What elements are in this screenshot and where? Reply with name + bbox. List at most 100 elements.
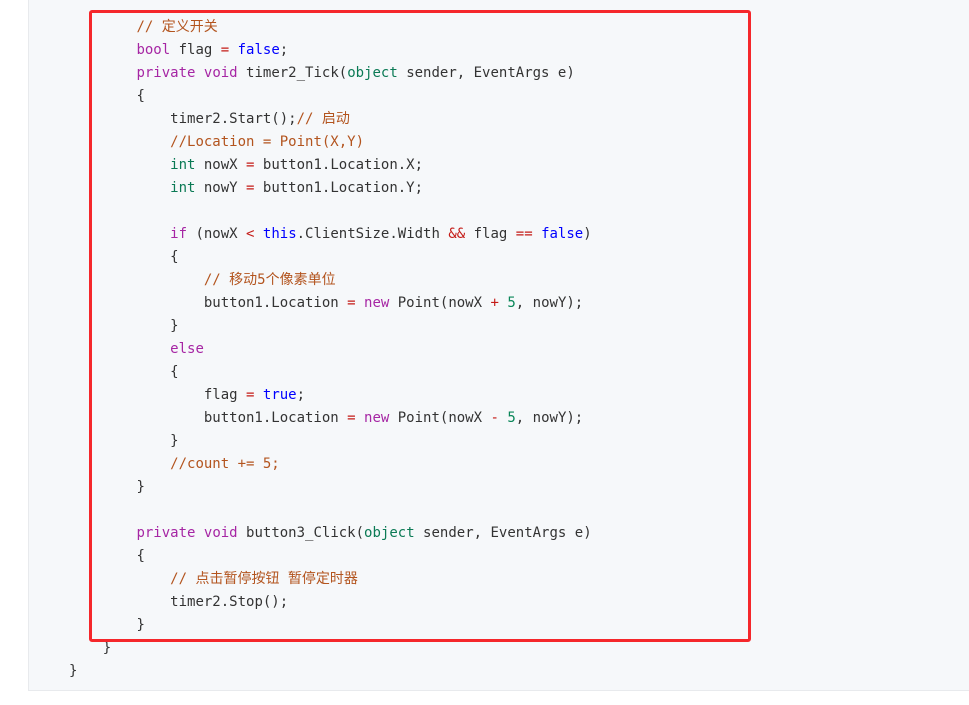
code-token: = xyxy=(246,180,255,196)
code-line: else xyxy=(69,338,592,361)
code-line: } xyxy=(69,476,592,499)
code-token: nowY xyxy=(195,180,247,196)
code-line: } xyxy=(69,430,592,453)
code-token: - xyxy=(490,410,499,426)
code-token: == xyxy=(515,226,533,242)
code-line: int nowX = button1.Location.X; xyxy=(69,154,592,177)
code-indent xyxy=(69,157,170,173)
code-line: //Location = Point(X,Y) xyxy=(69,131,592,154)
code-indent xyxy=(69,594,170,610)
code-token: button1.Location.X; xyxy=(254,157,424,173)
code-line: timer2.Stop(); xyxy=(69,591,592,614)
code-token: false xyxy=(541,226,584,242)
code-indent xyxy=(69,65,136,81)
code-token: } xyxy=(102,640,112,656)
code-token: private xyxy=(136,525,196,541)
code-indent xyxy=(69,617,136,633)
code-token: nowX xyxy=(195,157,247,173)
code-line: { xyxy=(69,361,592,384)
code-token: flag xyxy=(203,387,247,403)
code-token: } xyxy=(136,479,145,495)
code-line: button1.Location = new Point(nowX - 5, n… xyxy=(69,407,592,430)
code-token: flag xyxy=(170,42,221,58)
code-token: if xyxy=(170,226,188,242)
code-indent xyxy=(69,364,170,380)
code-token: object xyxy=(347,65,398,81)
code-token: false xyxy=(237,42,280,58)
code-line: timer2.Start();// 启动 xyxy=(69,108,592,131)
code-token: && xyxy=(448,226,466,242)
code-line: // 定义开关 xyxy=(69,16,592,39)
code-indent xyxy=(69,479,136,495)
code-token: else xyxy=(170,341,204,357)
code-token: button1.Location.Y; xyxy=(254,180,424,196)
code-indent xyxy=(69,548,136,564)
code-indent xyxy=(69,249,170,265)
code-token: = xyxy=(347,410,356,426)
code-line: private void button3_Click(object sender… xyxy=(69,522,592,545)
code-token: (nowX xyxy=(187,226,247,242)
code-token: .ClientSize.Width xyxy=(296,226,449,242)
code-token: { xyxy=(136,88,145,104)
code-token: } xyxy=(69,663,78,679)
code-token: //Location = Point(X,Y) xyxy=(170,134,365,150)
code-token: void xyxy=(203,65,238,81)
code-token: 5 xyxy=(507,410,516,426)
code-token: , nowY); xyxy=(515,410,584,426)
code-indent xyxy=(69,318,170,334)
code-indent xyxy=(69,88,136,104)
code-indent xyxy=(69,456,170,472)
code-line: button1.Location = new Point(nowX + 5, n… xyxy=(69,292,592,315)
code-indent xyxy=(69,19,136,35)
code-token: flag xyxy=(465,226,516,242)
code-line: { xyxy=(69,246,592,269)
code-token xyxy=(356,410,364,426)
code-indent xyxy=(69,410,204,426)
code-token: bool xyxy=(136,42,171,58)
code-token: // 定义开关 xyxy=(136,19,218,35)
code-token: // 启动 xyxy=(296,111,350,127)
code-line: int nowY = button1.Location.Y; xyxy=(69,177,592,200)
code-line: flag = true; xyxy=(69,384,592,407)
code-indent xyxy=(69,525,136,541)
code-token: // 点击暂停按钮 暂停定时器 xyxy=(170,571,358,587)
code-token xyxy=(195,525,203,541)
code-token: { xyxy=(170,249,179,265)
code-line: if (nowX < this.ClientSize.Width && flag… xyxy=(69,223,592,246)
code-token: = xyxy=(246,387,255,403)
code-line: } xyxy=(69,315,592,338)
code-token: ; xyxy=(296,387,306,403)
code-indent xyxy=(69,134,170,150)
code-token: timer2_Tick( xyxy=(237,65,348,81)
code-token: ) xyxy=(583,226,592,242)
code-token: Point(nowX xyxy=(389,295,491,311)
code-token: this xyxy=(262,226,297,242)
code-token: = xyxy=(246,157,255,173)
code-line: // 点击暂停按钮 暂停定时器 xyxy=(69,568,592,591)
code-token: = xyxy=(220,42,230,58)
code-token: object xyxy=(364,525,415,541)
code-token xyxy=(254,226,262,242)
code-line: private void timer2_Tick(object sender, … xyxy=(69,62,592,85)
code-token: Point(nowX xyxy=(389,410,491,426)
code-line xyxy=(69,499,592,522)
code-block: // 定义开关 bool flag = false; private void … xyxy=(28,0,969,691)
code-indent xyxy=(69,433,170,449)
code-token: timer2.Stop(); xyxy=(170,594,289,610)
code-indent xyxy=(69,295,204,311)
code-token: } xyxy=(170,433,179,449)
code-token: < xyxy=(246,226,255,242)
code-token: int xyxy=(170,157,196,173)
code-line: bool flag = false; xyxy=(69,39,592,62)
code-line: { xyxy=(69,545,592,568)
code-token: void xyxy=(203,525,238,541)
code-indent xyxy=(69,640,103,656)
code-token: + xyxy=(490,295,499,311)
code-indent xyxy=(69,387,204,403)
code-line xyxy=(69,200,592,223)
code-token: sender, EventArgs e) xyxy=(414,525,592,541)
code-token: , nowY); xyxy=(515,295,584,311)
code-token xyxy=(533,226,541,242)
code-token xyxy=(195,65,203,81)
code-token: int xyxy=(170,180,196,196)
